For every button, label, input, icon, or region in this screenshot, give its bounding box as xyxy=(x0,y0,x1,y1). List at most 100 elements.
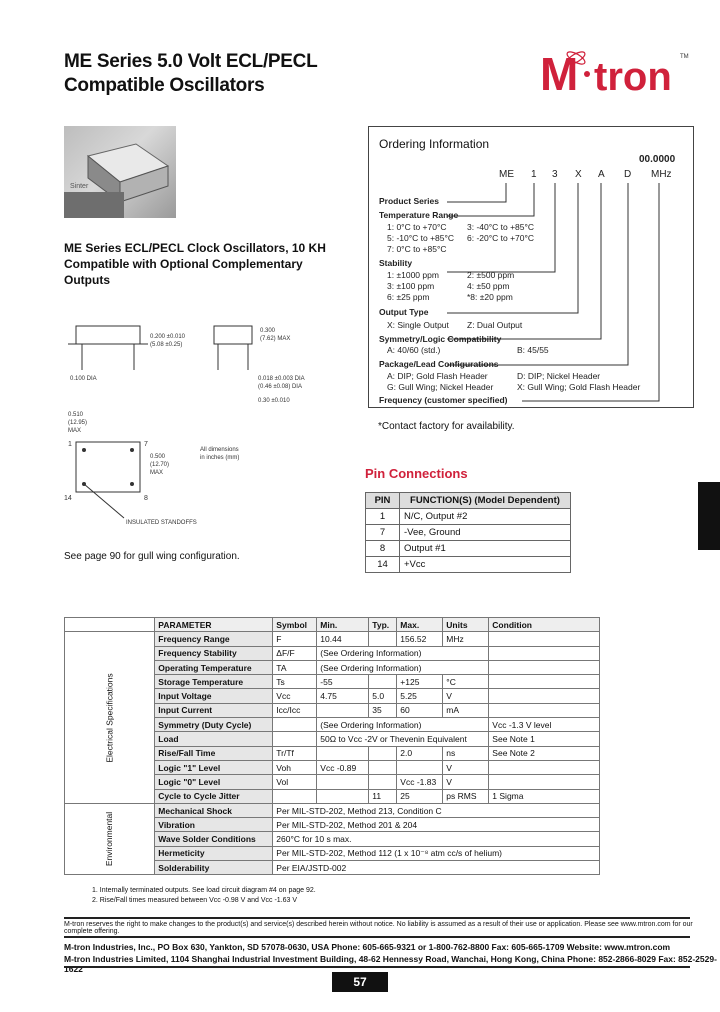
specifications-table: PARAMETER Symbol Min. Typ. Max. Units Co… xyxy=(63,616,600,876)
page-number: 57 xyxy=(332,972,388,992)
parameter-cell: Operating Temperature xyxy=(154,659,274,676)
spec-cell xyxy=(488,759,600,776)
output-option: X: Single Output xyxy=(387,320,450,330)
divider xyxy=(64,917,690,919)
spec-cell xyxy=(488,645,600,661)
spec-cell: Per MIL-STD-202, Method 201 & 204 xyxy=(272,817,600,833)
spec-cell xyxy=(316,774,370,790)
temp-option: 6: -20°C to +70°C xyxy=(467,233,534,243)
spec-cell: 25 xyxy=(396,788,444,804)
temp-option: 5: -10°C to +85°C xyxy=(387,233,454,243)
footnote-1: 1. Internally terminated outputs. See lo… xyxy=(92,887,316,894)
gull-wing-note: See page 90 for gull wing configuration. xyxy=(64,551,240,562)
ordering-information-box: Ordering Information 00.0000 ME 1 3 X A … xyxy=(368,126,694,408)
parameter-cell: Frequency Stability xyxy=(154,645,274,661)
code-temp: 1 xyxy=(531,169,537,180)
dim-pin-dia-mm: (0.46 ±0.08) DIA xyxy=(258,384,302,390)
title-line-1: ME Series 5.0 Volt ECL/PECL xyxy=(64,51,318,72)
parameter-cell: Frequency Range xyxy=(154,631,274,647)
spec-cell xyxy=(272,788,318,804)
footnotes: 1. Internally terminated outputs. See lo… xyxy=(92,886,316,905)
dim-height-mm: (5.08 ±0.25) xyxy=(150,342,182,348)
spec-cell: Vol xyxy=(272,774,318,790)
group-label: Environmental xyxy=(104,811,115,867)
parameter-cell: Logic "1" Level xyxy=(154,759,274,776)
spec-cell xyxy=(368,745,398,761)
stability-option: *8: ±20 ppm xyxy=(467,292,513,302)
product-subtitle: ME Series ECL/PECL Clock Oscillators, 10… xyxy=(64,241,326,287)
col-units: Units xyxy=(442,616,490,633)
pin-connections-heading: Pin Connections xyxy=(365,466,468,481)
package-option: A: DIP; Gold Flash Header xyxy=(387,371,488,381)
spec-cell: V xyxy=(442,688,490,704)
spec-cell: °C xyxy=(442,674,490,690)
spec-cell: Ts xyxy=(272,674,318,690)
table-row: Electrical Specifications Frequency Range… xyxy=(63,631,600,804)
spec-cell: TA xyxy=(272,659,318,676)
parameter-cell: Hermeticity xyxy=(154,845,274,862)
spec-cell: 11 xyxy=(368,788,398,804)
spec-cell xyxy=(368,774,398,790)
dim-pin-length: 0.30 ±0.010 xyxy=(258,398,290,404)
spec-cell: 156.52 xyxy=(396,631,444,647)
pin-14-label: 14 xyxy=(64,495,72,502)
spec-cell: mA xyxy=(442,702,490,719)
spec-cell xyxy=(316,788,370,804)
parameter-cell: Mechanical Shock xyxy=(154,802,274,819)
spec-cell xyxy=(316,702,370,719)
units-note: All dimensions xyxy=(200,447,239,453)
dim-width-mm: (12.95) xyxy=(68,420,87,426)
spec-cell: 2.0 xyxy=(396,745,444,761)
parameter-cell: Input Current xyxy=(154,702,274,719)
parameter-cell: Solderability xyxy=(154,860,274,876)
units-note-2: in inches (mm) xyxy=(200,455,239,461)
logo-tm: TM xyxy=(680,54,689,60)
spec-cell: Icc/Icc xyxy=(272,702,318,719)
stability-option: 6: ±25 ppm xyxy=(387,292,429,302)
stability-option: 1: ±1000 ppm xyxy=(387,270,439,280)
stability-option: 3: ±100 ppm xyxy=(387,281,434,291)
label-package: Package/Lead Configurations xyxy=(379,359,499,369)
parameter-cell: Load xyxy=(154,731,274,747)
table-row: Symmetry (Duty Cycle)(See Ordering Infor… xyxy=(65,717,600,733)
spec-cell xyxy=(488,774,600,790)
table-row: 7-Vee, Ground xyxy=(365,524,571,541)
spec-cell: 5.0 xyxy=(368,688,398,704)
product-photo: Sinter xyxy=(64,126,176,218)
package-option: D: DIP; Nickel Header xyxy=(517,371,600,381)
dim-pin-spacing: 0.100 DIA xyxy=(70,376,97,382)
spec-cell: Vcc -0.89 xyxy=(316,759,370,776)
title-line-2: Compatible Oscillators xyxy=(64,75,265,96)
code-output: X xyxy=(575,169,582,180)
dim-side-height-max: (7.62) MAX xyxy=(260,336,290,342)
col-typ: Typ. xyxy=(368,616,398,633)
group-label: Electrical Specifications xyxy=(104,672,115,763)
pin-header: PIN xyxy=(365,492,400,509)
spec-cell: Vcc -1.3 V level xyxy=(488,717,600,733)
stability-option: 4: ±50 ppm xyxy=(467,281,509,291)
spec-cell: 35 xyxy=(368,702,398,719)
pin-7-label: 7 xyxy=(144,441,148,448)
code-stability: 3 xyxy=(552,169,558,180)
spec-cell: 10.44 xyxy=(316,631,370,647)
spec-cell: 260°C for 10 s max. xyxy=(272,831,600,847)
dim-pin-dia: 0.018 ±0.003 DIA xyxy=(258,376,305,382)
parameter-cell: Cycle to Cycle Jitter xyxy=(154,788,274,804)
parameter-cell: Rise/Fall Time xyxy=(154,745,274,761)
ordering-freq: 00.0000 xyxy=(639,154,676,165)
dim-length: 0.500 xyxy=(150,454,166,460)
parameter-cell: Symmetry (Duty Cycle) xyxy=(154,717,274,733)
package-option: G: Gull Wing; Nickel Header xyxy=(387,382,493,392)
spec-cell: 1 Sigma xyxy=(488,788,600,804)
spec-cell: MHz xyxy=(442,631,490,647)
label-stability: Stability xyxy=(379,258,412,268)
spec-cell: Vcc -1.83 xyxy=(396,774,444,790)
dim-length-mm: (12.70) xyxy=(150,462,169,468)
spec-cell xyxy=(488,659,600,676)
spec-cell xyxy=(488,674,600,690)
